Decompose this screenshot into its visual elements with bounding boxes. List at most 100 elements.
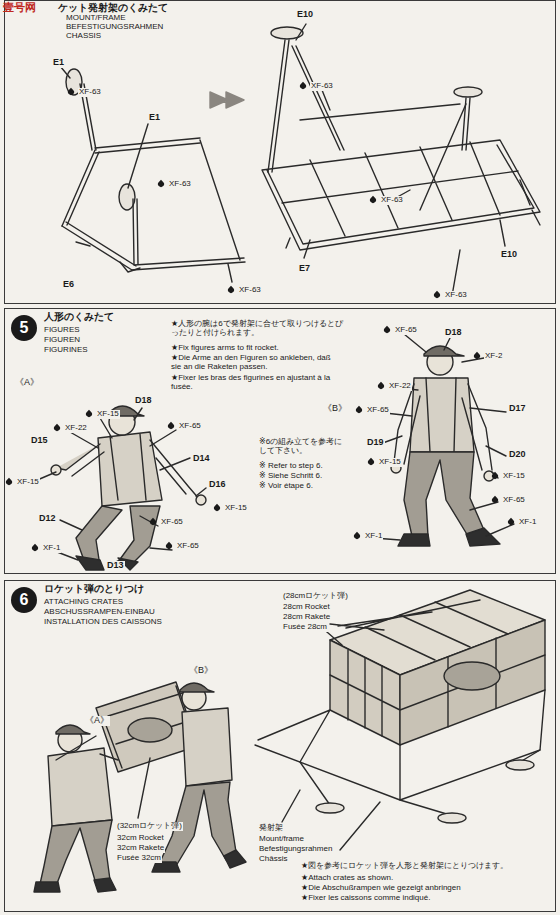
part-label: E1 — [148, 113, 161, 123]
part-label: 《A》 — [14, 378, 40, 388]
part-label: D18 — [134, 396, 153, 406]
launcher-with-crates — [255, 590, 545, 850]
paint-code: XF-1 — [42, 544, 61, 553]
paint-drop — [299, 82, 307, 90]
part-label: 《B》 — [322, 404, 348, 414]
step-number: 5 — [11, 315, 37, 341]
paint-drop — [507, 518, 515, 526]
watermark: 壹号网 — [2, 1, 37, 13]
step-arrow — [210, 92, 244, 108]
part-label: ※ Voir étape 6. — [258, 482, 314, 491]
note-text: ※6の組み立てを参考にして下さい。 — [258, 438, 344, 456]
step-title-translation: ABSCHUSSRAMPEN-EINBAU — [43, 608, 156, 616]
step-title: ロケット弾のとりつけ — [43, 584, 145, 595]
paint-drop — [369, 196, 377, 204]
step-title-translation: INSTALLATION DES CAISSONS — [43, 618, 163, 626]
paint-drop — [53, 424, 61, 432]
part-label: D14 — [192, 454, 211, 464]
paint-code: XF-65 — [178, 422, 202, 431]
part-label: E10 — [296, 10, 314, 20]
paint-drop — [167, 422, 175, 430]
paint-drop — [383, 326, 391, 334]
chassis-right — [262, 24, 540, 296]
part-label: 32cm Rakete — [116, 844, 165, 853]
step-title-translation: FIGURINES — [43, 346, 89, 354]
paint-drop — [213, 504, 221, 512]
paint-drop — [353, 532, 361, 540]
note-text: ★Fixer les bras des figurines en ajustan… — [170, 374, 344, 392]
part-label: E6 — [62, 280, 75, 290]
part-label: D19 — [366, 438, 385, 448]
part-label: ★Attach crates as shown. — [300, 874, 394, 883]
note-text: ★Fix figures arms to fit rocket. — [170, 344, 344, 353]
paint-code: XF-15 — [224, 504, 248, 513]
part-label: ※ Siehe Schritt 6. — [258, 472, 323, 481]
step-title-translation: CHASSIS — [65, 32, 102, 40]
part-label: D16 — [208, 480, 227, 490]
figure-a — [28, 406, 206, 570]
paint-code: XF-15 — [16, 478, 40, 487]
part-label: E1 — [52, 58, 65, 68]
step-title-translation: MOUNT/FRAME — [65, 14, 127, 22]
paint-code: XF-65 — [160, 518, 184, 527]
step-panel: ケット発射架のくみたてMOUNT/FRAMEBEFESTIGUNGSRAHMEN… — [4, 0, 556, 304]
part-label: E10 — [500, 250, 518, 260]
paint-code: XF-63 — [238, 286, 262, 295]
paint-code: XF-63 — [310, 82, 334, 91]
figure-b — [374, 334, 514, 546]
part-label: Châssis — [258, 855, 288, 864]
step-title-translation: FIGUREN — [43, 336, 81, 344]
paint-code: XF-15 — [96, 410, 120, 419]
paint-code: XF-15 — [502, 472, 526, 481]
part-label: ★Fixer les caissons comme indiqué. — [300, 894, 431, 903]
paint-code: XF-63 — [444, 291, 468, 300]
paint-code: XF-1 — [518, 518, 537, 527]
paint-drop — [5, 478, 13, 486]
step-title-translation: BEFESTIGUNGSRAHMEN — [65, 23, 164, 31]
paint-drop — [355, 406, 363, 414]
part-label: (28cmロケット弾) — [282, 592, 349, 601]
part-label: (32cmロケット弾) — [116, 822, 183, 831]
part-label: E7 — [298, 264, 311, 274]
part-label: Fusée 32cm — [116, 854, 162, 863]
paint-drop — [157, 180, 165, 188]
step-number-text: 6 — [20, 591, 29, 609]
part-label: 28cm Rakete — [282, 613, 331, 622]
paint-code: XF-65 — [394, 326, 418, 335]
paint-drop — [367, 458, 375, 466]
part-label: D12 — [38, 514, 57, 524]
part-label: Mount/frame — [258, 835, 305, 844]
paint-drop — [85, 410, 93, 418]
part-label: D20 — [508, 450, 527, 460]
note-text: ★人形の腕は6で発射架に合せて取りつけるとぴったりと付けられます。 — [170, 320, 344, 338]
paint-code: XF-63 — [168, 180, 192, 189]
part-label: D15 — [30, 436, 49, 446]
part-label: 《B》 — [188, 666, 214, 676]
note-text: ★図を参考にロケット弾を人形と発射架にとりつけます。 — [300, 862, 552, 871]
part-label: D17 — [508, 404, 527, 414]
part-label: D18 — [444, 328, 463, 338]
paint-code: XF-65 — [502, 496, 526, 505]
part-label: 発射架 — [258, 824, 284, 833]
paint-code: XF-63 — [380, 196, 404, 205]
paint-code: XF-63 — [78, 88, 102, 97]
part-label: 32cm Rocket — [116, 834, 165, 843]
part-label: 28cm Rocket — [282, 603, 331, 612]
paint-code: XF-2 — [484, 352, 503, 361]
step-title: ケット発射架のくみたて — [57, 3, 169, 14]
carrying-figures — [34, 682, 246, 892]
paint-code: XF-15 — [378, 458, 402, 467]
paint-drop — [31, 544, 39, 552]
paint-code: XF-22 — [388, 382, 412, 391]
paint-drop — [377, 382, 385, 390]
part-label: D13 — [106, 561, 125, 571]
paint-code: XF-65 — [366, 406, 390, 415]
part-label: ★Die Abschußrampen wie gezeigt anbringen — [300, 884, 462, 893]
part-label: Befestigungsrahmen — [258, 845, 333, 854]
paint-code: XF-65 — [176, 542, 200, 551]
paint-code: XF-1 — [364, 532, 383, 541]
paint-drop — [433, 291, 441, 299]
step-title-translation: ATTACHING CRATES — [43, 598, 124, 606]
part-label: Fusée 28cm — [282, 623, 328, 632]
